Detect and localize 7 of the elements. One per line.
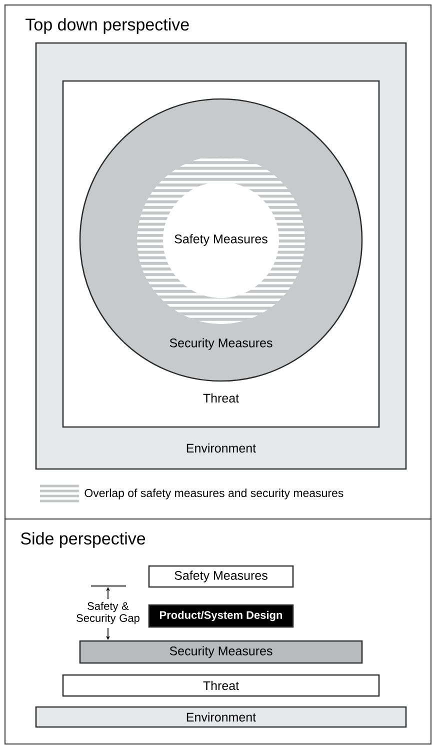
legend-text: Overlap of safety measures and security measures [84,488,344,500]
layer-bar: Safety Measures [148,565,294,588]
gap-label: Safety & Security Gap [76,602,140,624]
layer-bar: Security Measures [79,640,363,664]
layer-bar: Environment [35,706,407,728]
layer-bar: Threat [62,674,380,697]
layer-bar: Product/System Design [148,604,294,628]
